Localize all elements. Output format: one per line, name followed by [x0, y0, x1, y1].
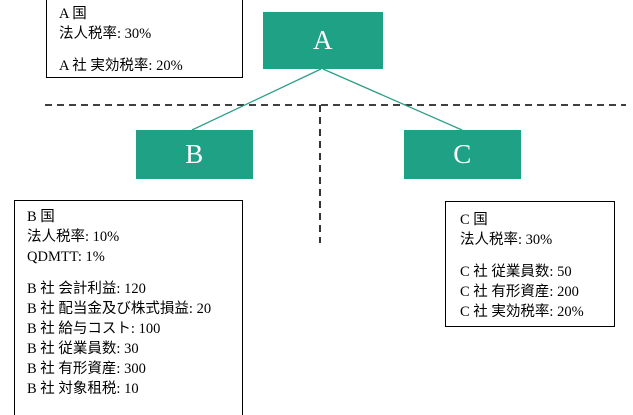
info-a-line-2: 法人税率: 30% [59, 26, 152, 42]
info-b-spacer [27, 267, 232, 279]
info-b-line-6: B 社 給与コスト: 100 [27, 321, 161, 337]
info-b-line-9: B 社 対象租税: 10 [27, 381, 139, 397]
info-c-spacer [460, 250, 604, 262]
info-c-line-1: C 国 [460, 212, 488, 228]
info-box-country-a: A 国 法人税率: 30% A 社 実効税率: 20% [46, 0, 243, 78]
info-c-line-3: C 社 従業員数: 50 [460, 264, 572, 280]
info-b-line-3: QDMTT: 1% [27, 249, 105, 265]
entity-box-c[interactable]: C [404, 130, 521, 179]
entity-label-a: A [313, 25, 333, 55]
info-c-line-5: C 社 実効税率: 20% [460, 304, 584, 320]
entity-box-a[interactable]: A [263, 12, 383, 69]
info-b-line-2: 法人税率: 10% [27, 229, 120, 245]
info-b-line-1: B 国 [27, 209, 55, 225]
info-b-line-4: B 社 会計利益: 120 [27, 281, 146, 297]
entity-label-c: C [453, 139, 472, 169]
info-a-line-3: A 社 実効税率: 20% [59, 58, 183, 74]
info-b-line-8: B 社 有形資産: 300 [27, 361, 146, 377]
info-b-line-5: B 社 配当金及び株式損益: 20 [27, 301, 212, 317]
info-box-country-c: C 国 法人税率: 30% C 社 従業員数: 50 C 社 有形資産: 200… [445, 201, 615, 327]
entity-label-b: B [185, 139, 204, 169]
entity-box-b[interactable]: B [136, 130, 253, 179]
info-box-country-b: B 国 法人税率: 10% QDMTT: 1% B 社 会計利益: 120 B … [14, 200, 243, 415]
info-b-line-7: B 社 従業員数: 30 [27, 341, 139, 357]
info-a-spacer [59, 44, 232, 56]
info-a-line-1: A 国 [59, 6, 87, 22]
info-c-line-4: C 社 有形資産: 200 [460, 284, 579, 300]
connector-a-to-c [322, 68, 463, 131]
info-c-line-2: 法人税率: 30% [460, 232, 553, 248]
